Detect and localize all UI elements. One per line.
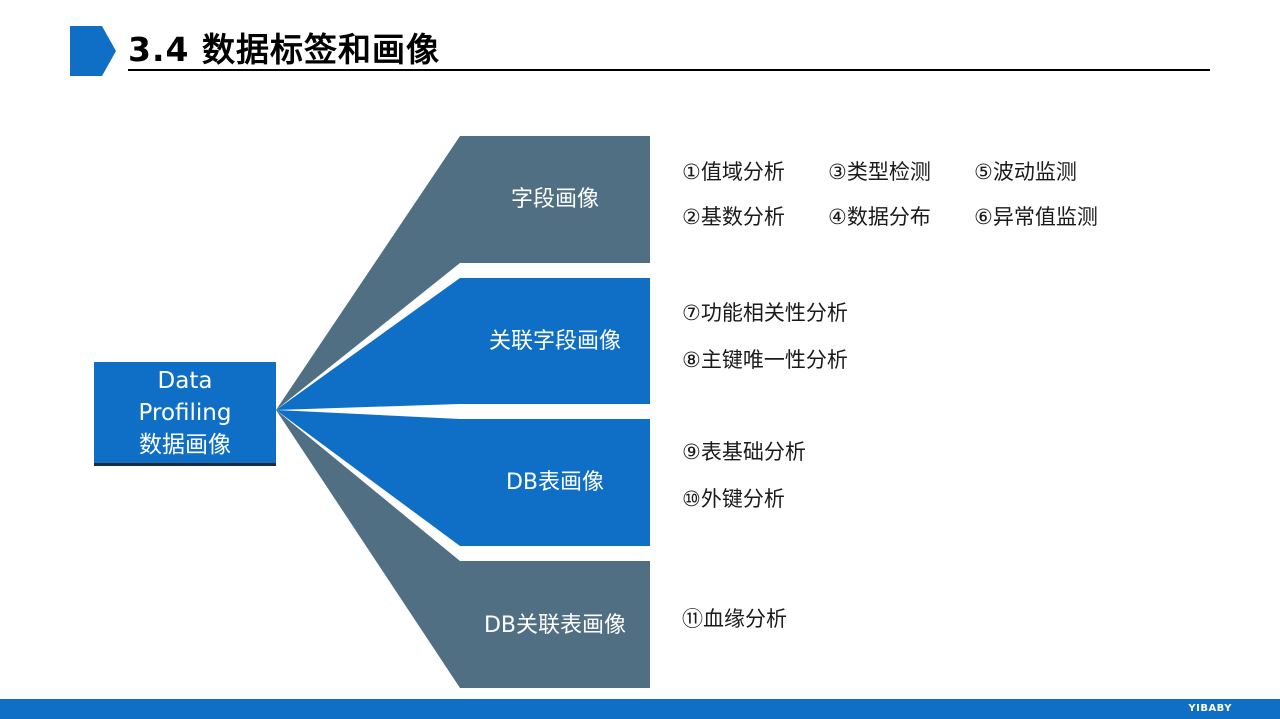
segment-db-table-profile [276,410,650,546]
page-title: 3.4 数据标签和画像 [128,30,440,69]
segment-label-db-related-table-profile: DB关联表画像 [483,613,627,638]
root-line-3: 数据画像 [139,432,231,458]
item-functional-dependency-analysis: ⑦功能相关性分析 [682,301,848,325]
title-underline [128,69,1210,71]
root-line-1: Data [157,368,213,394]
root-line-2: Profiling [138,400,232,426]
title-pentagon-icon [70,26,116,76]
segment-db-related-table-profile [276,410,650,688]
footer-brand: YIBABY [1188,703,1232,714]
item-fluctuation-monitoring: ⑤波动监测 [974,160,1077,184]
segment-label-field-profile: 字段画像 [510,187,599,212]
item-outlier-monitoring: ⑥异常值监测 [974,205,1098,229]
segment-field-profile [276,136,650,410]
item-cardinality-analysis: ②基数分析 [682,205,785,229]
item-data-distribution: ④数据分布 [828,205,931,229]
root-data-profiling-box: Data Profiling 数据画像 [94,362,276,466]
item-type-detection: ③类型检测 [828,160,931,184]
item-foreign-key-analysis: ⑩外键分析 [682,487,785,511]
segment-related-field-profile [276,278,650,410]
item-table-basic-analysis: ⑨表基础分析 [682,440,806,464]
item-primary-key-uniqueness-analysis: ⑧主键唯一性分析 [682,348,848,372]
segment-label-db-table-profile: DB表画像 [505,470,605,495]
item-value-range-analysis: ①值域分析 [682,160,785,184]
item-lineage-analysis: ⑪血缘分析 [682,607,787,631]
footer-bar: YIBABY [0,699,1280,719]
segment-label-related-field-profile: 关联字段画像 [488,329,621,354]
